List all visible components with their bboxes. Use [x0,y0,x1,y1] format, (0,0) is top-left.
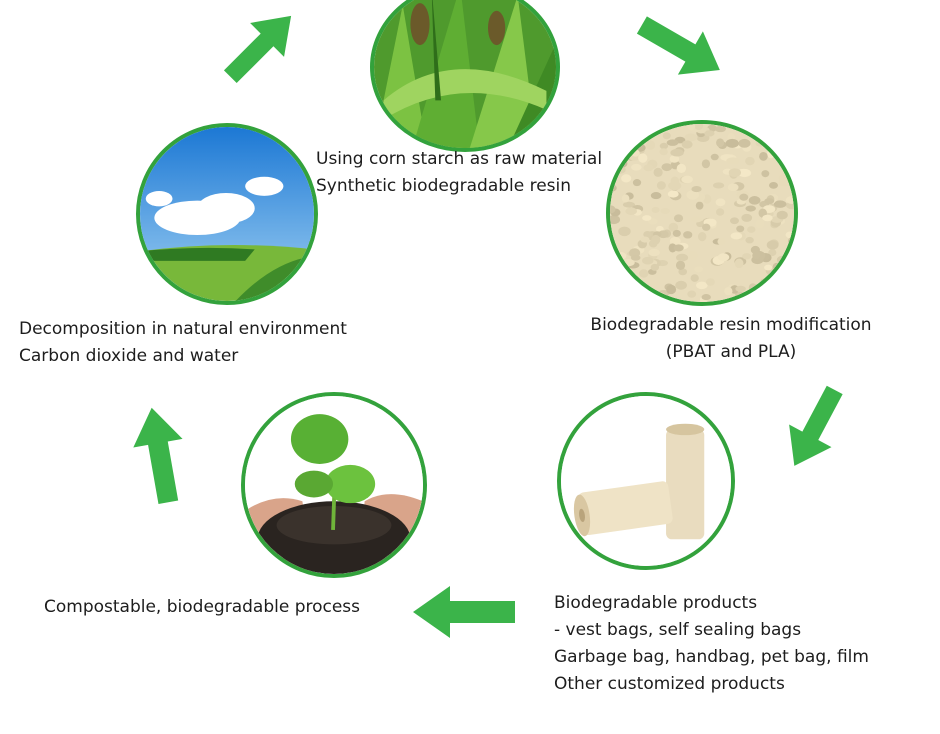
arrow-nature-to-corn [223,15,292,84]
caption-line: Biodegradable products [554,593,758,613]
resin-caption: Biodegradable resin modification (PBAT a… [566,312,896,366]
caption-line: (PBAT and PLA) [665,342,797,362]
arrow-corn-to-resin [636,16,720,75]
caption-line: Using corn starch as raw material [316,149,603,169]
caption-line: Garbage bag, handbag, pet bag, film [554,647,869,667]
caption-line: Biodegradable resin modification [590,315,872,335]
caption-line: - vest bags, self sealing bags [554,620,802,640]
resin-pellets-image [606,120,798,306]
caption-line: Other customized products [554,674,785,694]
corn-caption: Using corn starch as raw material Synthe… [316,146,602,200]
seedling-in-soil-image [241,392,427,578]
products-caption: Biodegradable products - vest bags, self… [554,590,869,698]
arrow-resin-to-products [789,385,843,466]
film-rolls-image [557,392,735,570]
caption-line: Synthetic biodegradable resin [316,176,572,196]
arrow-compost-to-nature [133,407,183,505]
nature-caption: Decomposition in natural environment Car… [19,316,347,370]
sky-and-meadow-image [136,123,318,305]
compost-caption: Compostable, biodegradable process [44,594,360,621]
caption-line: Compostable, biodegradable process [44,597,361,617]
corn-plant-image [370,0,560,152]
arrow-products-to-compost [413,586,515,638]
caption-line: Decomposition in natural environment [19,319,347,339]
caption-line: Carbon dioxide and water [19,346,239,366]
